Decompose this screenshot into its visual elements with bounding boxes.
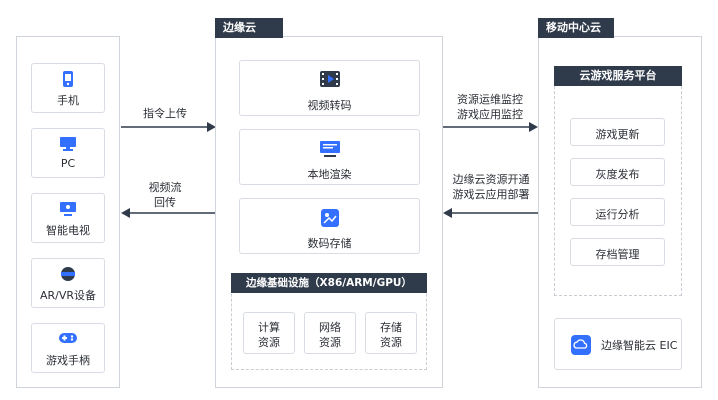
service-card-local-render: 本地渲染 xyxy=(239,129,420,185)
infra-label-1: 存储 xyxy=(380,321,402,334)
platform-item-label: 游戏更新 xyxy=(595,128,640,141)
platform-item-update: 游戏更新 xyxy=(570,118,665,146)
device-label: 游戏手柄 xyxy=(46,354,90,367)
center-cloud-title: 移动中心云 xyxy=(538,18,614,38)
platform-item-gray-release: 灰度发布 xyxy=(570,158,665,186)
device-label: AR/VR设备 xyxy=(39,289,97,302)
device-label: 手机 xyxy=(57,94,79,107)
video-transcode-icon xyxy=(319,71,340,87)
platform-item-label: 运行分析 xyxy=(595,208,640,221)
service-label: 数码存储 xyxy=(307,237,352,250)
arrow-left-to-devices xyxy=(121,208,216,218)
service-card-video-transcode: 视频转码 xyxy=(239,60,420,116)
phone-icon xyxy=(63,71,73,87)
image-storage-icon xyxy=(320,209,339,227)
gamepad-icon xyxy=(59,333,77,343)
infra-label-2: 资源 xyxy=(258,336,280,349)
infra-label-1: 计算 xyxy=(258,321,280,334)
infra-card-network: 网络 资源 xyxy=(304,312,356,354)
infra-label-2: 资源 xyxy=(319,336,341,349)
infra-label-2: 资源 xyxy=(380,336,402,349)
eic-card: 边缘智能云 EIC xyxy=(554,318,682,370)
tv-icon xyxy=(60,202,76,216)
device-card-phone: 手机 xyxy=(31,63,105,113)
deploy-label-1: 边缘云资源开通 xyxy=(452,173,530,186)
edge-cloud-title: 边缘云 xyxy=(215,18,283,38)
device-label: 智能电视 xyxy=(46,224,90,237)
arrow-right-to-edge xyxy=(121,122,216,132)
deploy-label-2: 游戏云应用部署 xyxy=(452,188,530,201)
service-card-image-storage: 数码存储 xyxy=(239,198,420,254)
service-label: 视频转码 xyxy=(307,99,352,112)
platform-title: 云游戏服务平台 xyxy=(554,66,682,86)
platform-item-label: 灰度发布 xyxy=(595,168,640,181)
render-monitor-icon xyxy=(319,141,340,157)
device-card-gamepad: 游戏手柄 xyxy=(31,323,105,373)
device-label: PC xyxy=(60,157,76,170)
infra-card-storage: 存储 资源 xyxy=(365,312,417,354)
video-return-label-2: 回传 xyxy=(154,196,176,209)
vr-headset-icon xyxy=(61,267,75,281)
ops-monitor-label-1: 资源运维监控 xyxy=(457,93,523,106)
infra-card-compute: 计算 资源 xyxy=(243,312,295,354)
device-card-pc: PC xyxy=(31,128,105,178)
service-label: 本地渲染 xyxy=(307,168,352,181)
platform-item-label: 存档管理 xyxy=(595,248,640,261)
edge-infra-title: 边缘基础设施（X86/ARM/GPU） xyxy=(231,273,427,293)
command-upload-label: 指令上传 xyxy=(143,107,187,120)
arrow-right-to-center xyxy=(443,122,538,132)
arrow-left-to-edge xyxy=(443,208,538,218)
infra-label-1: 网络 xyxy=(319,321,341,334)
ops-monitor-label-2: 游戏应用监控 xyxy=(457,108,523,121)
cloud-eic-icon xyxy=(571,335,591,355)
device-card-vr: AR/VR设备 xyxy=(31,258,105,308)
eic-label: 边缘智能云 EIC xyxy=(601,339,678,352)
platform-item-archive: 存档管理 xyxy=(570,238,665,266)
device-card-tv: 智能电视 xyxy=(31,193,105,243)
monitor-icon xyxy=(60,137,76,151)
video-return-label-1: 视频流 xyxy=(148,181,182,194)
platform-item-analysis: 运行分析 xyxy=(570,198,665,226)
